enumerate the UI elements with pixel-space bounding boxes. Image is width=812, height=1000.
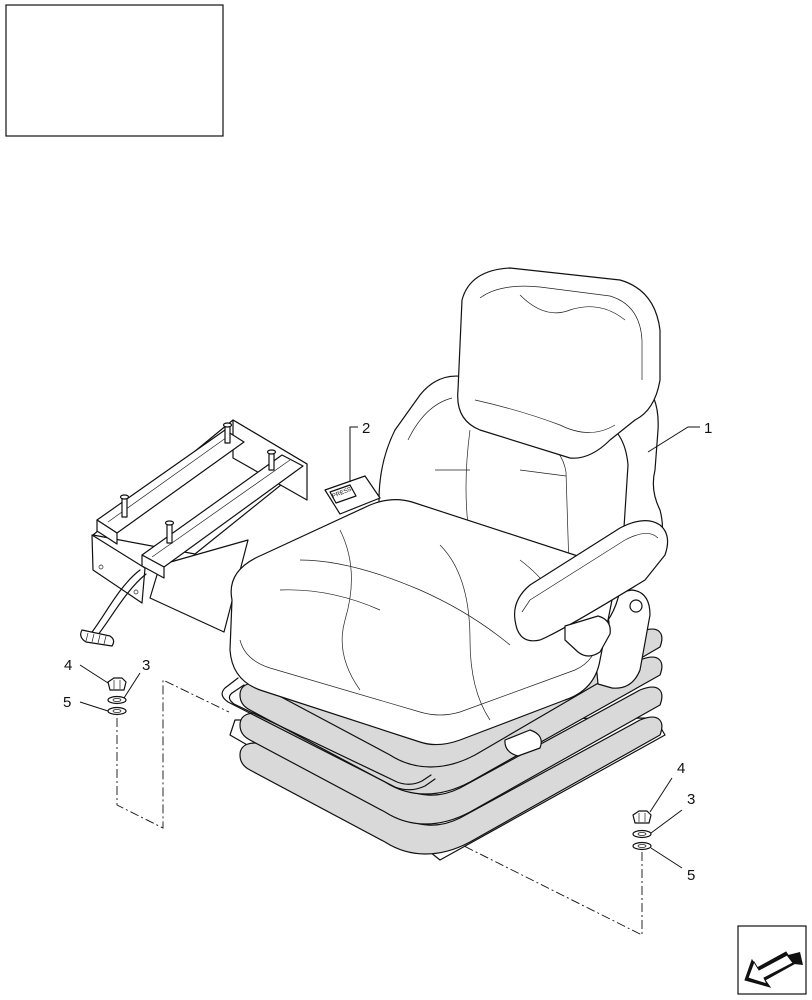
callout-nut-right: 4 <box>677 760 685 777</box>
callout-seat: 1 <box>704 420 712 437</box>
left-fastener-stack <box>107 677 127 716</box>
reference-box <box>5 4 224 137</box>
slide-rail-assembly <box>80 419 308 647</box>
callout-numbers: 1 2 4 3 5 4 3 5 <box>63 420 712 884</box>
callout-nut-left: 4 <box>64 657 72 674</box>
callout-washer2-right: 5 <box>687 867 695 884</box>
callout-washer2-left: 5 <box>63 694 71 711</box>
callout-washer-left: 3 <box>142 657 150 674</box>
right-fastener-stack <box>632 810 652 851</box>
press-knob: PRESS <box>324 475 381 515</box>
armrest <box>513 520 669 657</box>
arrow-icon[interactable] <box>737 925 807 995</box>
suspension-base <box>221 628 666 861</box>
callout-washer-right: 3 <box>687 791 695 808</box>
leader-lines <box>79 426 700 869</box>
callout-press-knob: 2 <box>362 420 370 437</box>
fastener-centerlines <box>116 679 643 936</box>
